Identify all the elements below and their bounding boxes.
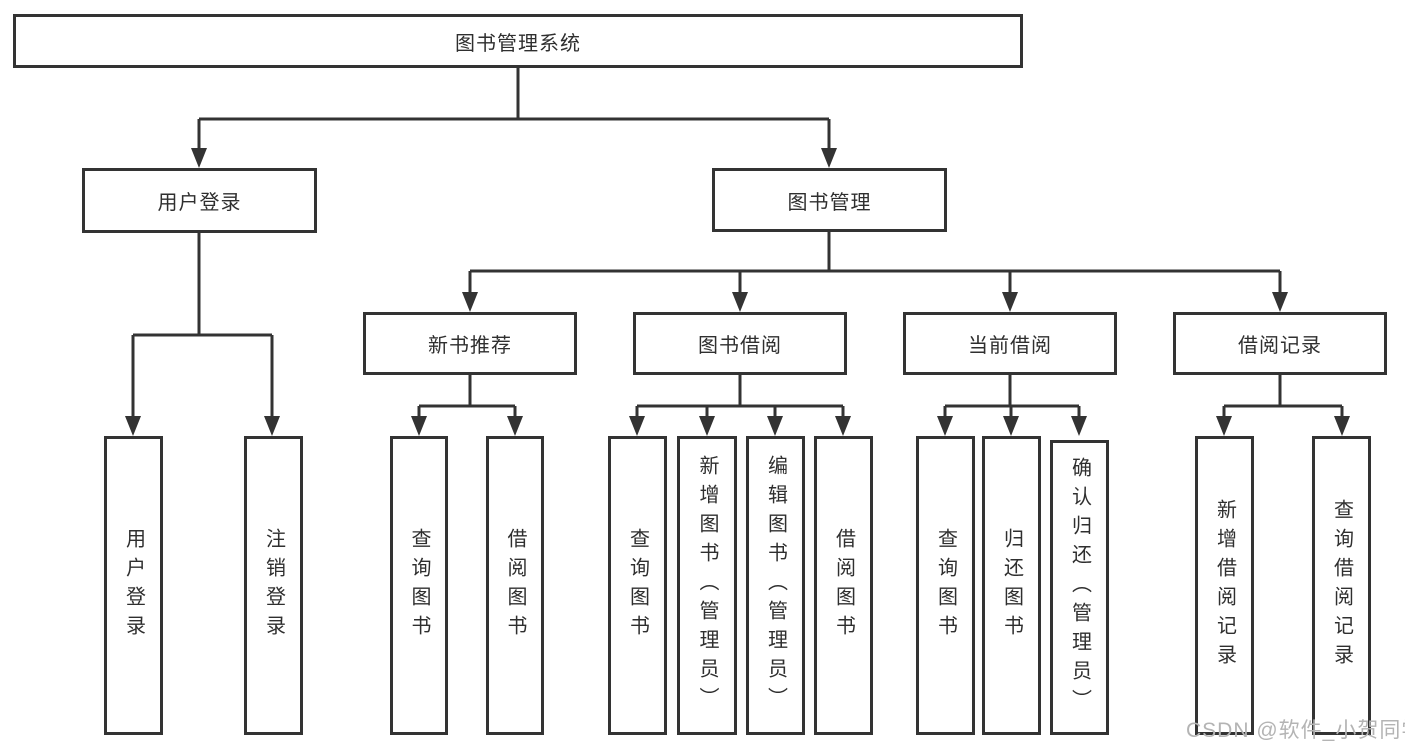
connector-borrow-records-split	[1222, 375, 1344, 420]
leaf-borrow-query-book: 查询图书	[608, 436, 667, 735]
node-root-system-label: 图书管理系统	[455, 32, 581, 55]
node-new-book-recommend-label: 新书推荐	[428, 335, 512, 357]
arrowhead	[1272, 292, 1288, 312]
csdn-watermark: CSDN @软件_小贺同学	[1186, 719, 1405, 742]
connector-user-login-split	[131, 233, 274, 420]
leaf-recommend-query-book-label: 查询图书	[408, 527, 430, 644]
leaf-edit-book-admin-label: 编辑图书（管理员）	[764, 455, 787, 716]
arrowhead	[264, 416, 280, 436]
arrowhead	[411, 416, 427, 436]
leaf-add-borrow-record: 新增借阅记录	[1195, 436, 1254, 735]
connector-book-borrow-split	[635, 375, 845, 420]
leaf-borrow-query-book-label: 查询图书	[626, 527, 649, 644]
leaf-return-book-label: 归还图书	[1000, 527, 1023, 644]
arrowhead	[1071, 416, 1087, 436]
arrowhead	[125, 416, 141, 436]
node-new-book-recommend: 新书推荐	[363, 312, 577, 375]
node-borrow-records-label: 借阅记录	[1238, 335, 1322, 357]
leaf-borrow-book: 借阅图书	[814, 436, 873, 735]
leaf-edit-book-admin: 编辑图书（管理员）	[746, 436, 805, 735]
node-book-management: 图书管理	[712, 168, 947, 232]
arrowhead	[1216, 416, 1232, 436]
leaf-current-query-book-label: 查询图书	[934, 527, 957, 644]
node-book-borrow: 图书借阅	[633, 312, 847, 375]
connector-root-split	[197, 68, 831, 150]
leaf-user-login-label: 用户登录	[122, 527, 145, 644]
node-book-borrow-label: 图书借阅	[698, 335, 782, 357]
leaf-recommend-borrow-book: 借阅图书	[486, 436, 544, 735]
arrowhead	[732, 292, 748, 312]
arrowhead	[629, 416, 645, 436]
node-book-management-label: 图书管理	[787, 191, 872, 214]
node-current-borrow-label: 当前借阅	[968, 335, 1052, 357]
node-user-login: 用户登录	[82, 168, 317, 233]
node-borrow-records: 借阅记录	[1173, 312, 1387, 375]
leaf-confirm-return-admin-label: 确认归还（管理员）	[1068, 457, 1091, 718]
node-user-login-label: 用户登录	[157, 192, 242, 214]
node-root-system: 图书管理系统	[13, 14, 1023, 68]
arrowhead	[507, 416, 523, 436]
arrowhead	[937, 416, 953, 436]
connector-book-mgmt-split	[468, 232, 1282, 296]
leaf-confirm-return-admin: 确认归还（管理员）	[1050, 440, 1109, 735]
leaf-recommend-query-book: 查询图书	[390, 436, 448, 735]
arrowhead	[1003, 416, 1019, 436]
leaf-add-book-admin-label: 新增图书（管理员）	[696, 455, 718, 716]
connector-current-borrow-split	[943, 375, 1081, 420]
arrowhead	[1002, 292, 1018, 312]
leaf-query-borrow-record-label: 查询借阅记录	[1330, 498, 1353, 673]
arrowhead	[462, 292, 478, 312]
arrowhead	[699, 416, 715, 436]
leaf-add-borrow-record-label: 新增借阅记录	[1213, 498, 1236, 673]
arrowhead	[191, 148, 207, 168]
leaf-logout: 注销登录	[244, 436, 303, 735]
arrowhead	[835, 416, 851, 436]
leaf-current-query-book: 查询图书	[916, 436, 975, 735]
connector-new-book-split	[417, 375, 517, 420]
leaf-recommend-borrow-book-label: 借阅图书	[504, 527, 526, 644]
leaf-user-login: 用户登录	[104, 436, 163, 735]
arrowhead	[767, 416, 783, 436]
leaf-logout-label: 注销登录	[262, 527, 285, 644]
arrowhead	[1334, 416, 1350, 436]
leaf-return-book: 归还图书	[982, 436, 1041, 735]
node-current-borrow: 当前借阅	[903, 312, 1117, 375]
leaf-query-borrow-record: 查询借阅记录	[1312, 436, 1371, 735]
leaf-borrow-book-label: 借阅图书	[832, 527, 855, 644]
leaf-add-book-admin: 新增图书（管理员）	[677, 436, 737, 735]
arrowhead	[821, 148, 837, 168]
